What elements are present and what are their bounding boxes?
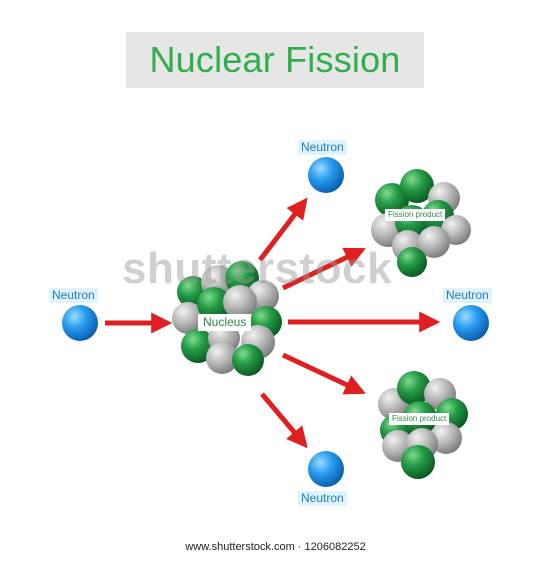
- neutron-bottom-label: Neutron: [298, 491, 347, 506]
- fission-product-bottom-cluster: [378, 371, 468, 479]
- neutron-incoming-sphere: [62, 305, 98, 341]
- arrows: [105, 197, 441, 449]
- nucleus-cluster: [172, 261, 282, 376]
- neutron-top-sphere: [308, 157, 344, 193]
- page-title: Nuclear Fission: [149, 39, 401, 80]
- neutron-incoming-label: Neutron: [49, 288, 98, 303]
- neutron-right-sphere: [453, 305, 489, 341]
- arrow-to-neutron-top: [258, 197, 308, 262]
- arrow-to-fission-product-bottom: [281, 352, 366, 395]
- title-banner: Nuclear Fission: [126, 32, 424, 88]
- fission-product-bottom-label: Fission product: [389, 413, 450, 425]
- arrow-to-neutron-bottom: [260, 392, 308, 449]
- footer-credit: www.shutterstock.com · 1206082252: [0, 538, 551, 557]
- nucleus-label: Nucleus: [198, 314, 252, 331]
- neutron-bottom-sphere: [308, 451, 344, 487]
- neutron-right-label: Neutron: [443, 288, 492, 303]
- fission-product-top-cluster: [371, 169, 471, 277]
- watermark: shutterstock: [122, 244, 393, 293]
- neutron-top-label: Neutron: [298, 140, 347, 155]
- arrow-to-fission-product-top: [281, 247, 366, 291]
- fission-product-top-label: Fission product: [385, 209, 446, 221]
